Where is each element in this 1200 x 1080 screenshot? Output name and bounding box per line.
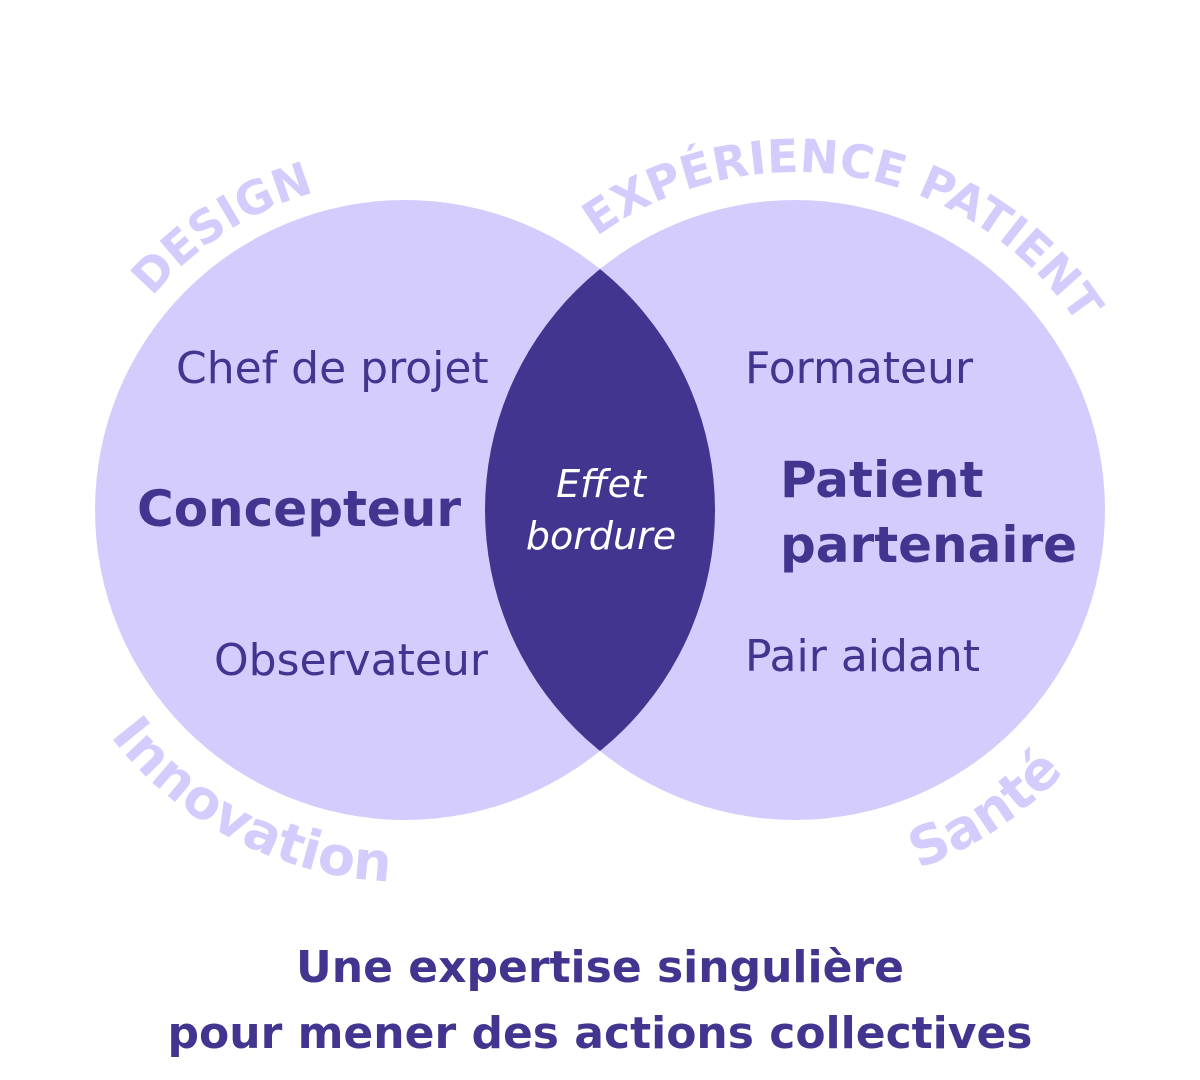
center-line-2: bordure — [526, 514, 676, 558]
role-observateur: Observateur — [214, 635, 489, 686]
role-concepteur: Concepteur — [137, 480, 461, 538]
role-partenaire: partenaire — [780, 516, 1077, 574]
intersection — [485, 200, 715, 820]
role-formateur: Formateur — [745, 343, 974, 394]
caption: Une expertise singulière pour mener des … — [0, 935, 1200, 1067]
role-patient: Patient — [780, 451, 984, 509]
caption-line-2: pour mener des actions collectives — [167, 1008, 1033, 1059]
role-chef-de-projet: Chef de projet — [176, 343, 489, 394]
center-line-1: Effet — [556, 462, 648, 506]
caption-line-1: Une expertise singulière — [296, 942, 904, 993]
role-pair-aidant: Pair aidant — [745, 631, 980, 682]
